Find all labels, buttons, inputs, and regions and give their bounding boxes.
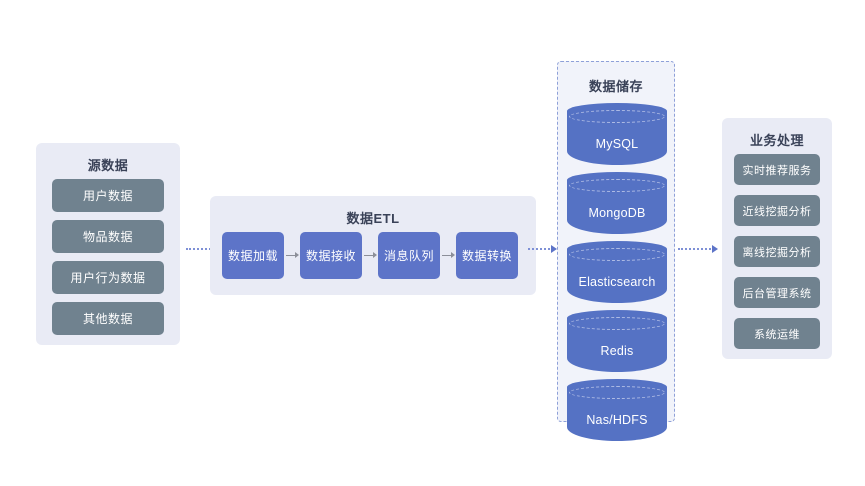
source-item-goods-data[interactable]: 物品数据: [52, 220, 164, 253]
business-processing-panel: 业务处理 实时推荐服务 近线挖掘分析 离线挖掘分析 后台管理系统 系统运维: [722, 118, 832, 359]
source-item-other-data[interactable]: 其他数据: [52, 302, 164, 335]
business-item-offline-mining[interactable]: 离线挖掘分析: [734, 236, 820, 267]
business-item-nearline-mining[interactable]: 近线挖掘分析: [734, 195, 820, 226]
storage-label-mongodb: MongoDB: [588, 206, 646, 220]
business-item-realtime-recommend[interactable]: 实时推荐服务: [734, 154, 820, 185]
business-item-admin-system[interactable]: 后台管理系统: [734, 277, 820, 308]
etl-title: 数据ETL: [346, 211, 400, 226]
storage-cylinder-redis[interactable]: Redis: [567, 310, 667, 372]
data-storage-panel: 数据储存 MySQL MongoDB Elasticsearch Redis: [557, 61, 675, 441]
storage-label-redis: Redis: [600, 344, 634, 358]
source-data-panel: 源数据 用户数据 物品数据 用户行为数据 其他数据: [36, 143, 180, 345]
business-item-system-ops[interactable]: 系统运维: [734, 318, 820, 349]
etl-step-data-load[interactable]: 数据加载: [222, 232, 284, 279]
source-item-user-data[interactable]: 用户数据: [52, 179, 164, 212]
data-storage-title: 数据储存: [588, 79, 643, 94]
storage-label-nas-hdfs: Nas/HDFS: [586, 413, 648, 427]
etl-panel: 数据ETL 数据加载 数据接收 消息队列 数据转换: [210, 196, 536, 295]
storage-cylinder-mongodb[interactable]: MongoDB: [567, 172, 667, 234]
source-data-title: 源数据: [87, 158, 129, 173]
etl-step-data-transform[interactable]: 数据转换: [456, 232, 518, 279]
source-item-user-behavior-data[interactable]: 用户行为数据: [52, 261, 164, 294]
storage-label-elasticsearch: Elasticsearch: [578, 275, 656, 289]
storage-cylinder-elasticsearch[interactable]: Elasticsearch: [567, 241, 667, 303]
storage-cylinder-nas-hdfs[interactable]: Nas/HDFS: [567, 379, 667, 441]
storage-cylinder-mysql[interactable]: MySQL: [567, 103, 667, 165]
business-processing-title: 业务处理: [749, 133, 804, 148]
etl-step-data-receive[interactable]: 数据接收: [300, 232, 362, 279]
storage-label-mysql: MySQL: [595, 137, 639, 151]
etl-step-message-queue[interactable]: 消息队列: [378, 232, 440, 279]
